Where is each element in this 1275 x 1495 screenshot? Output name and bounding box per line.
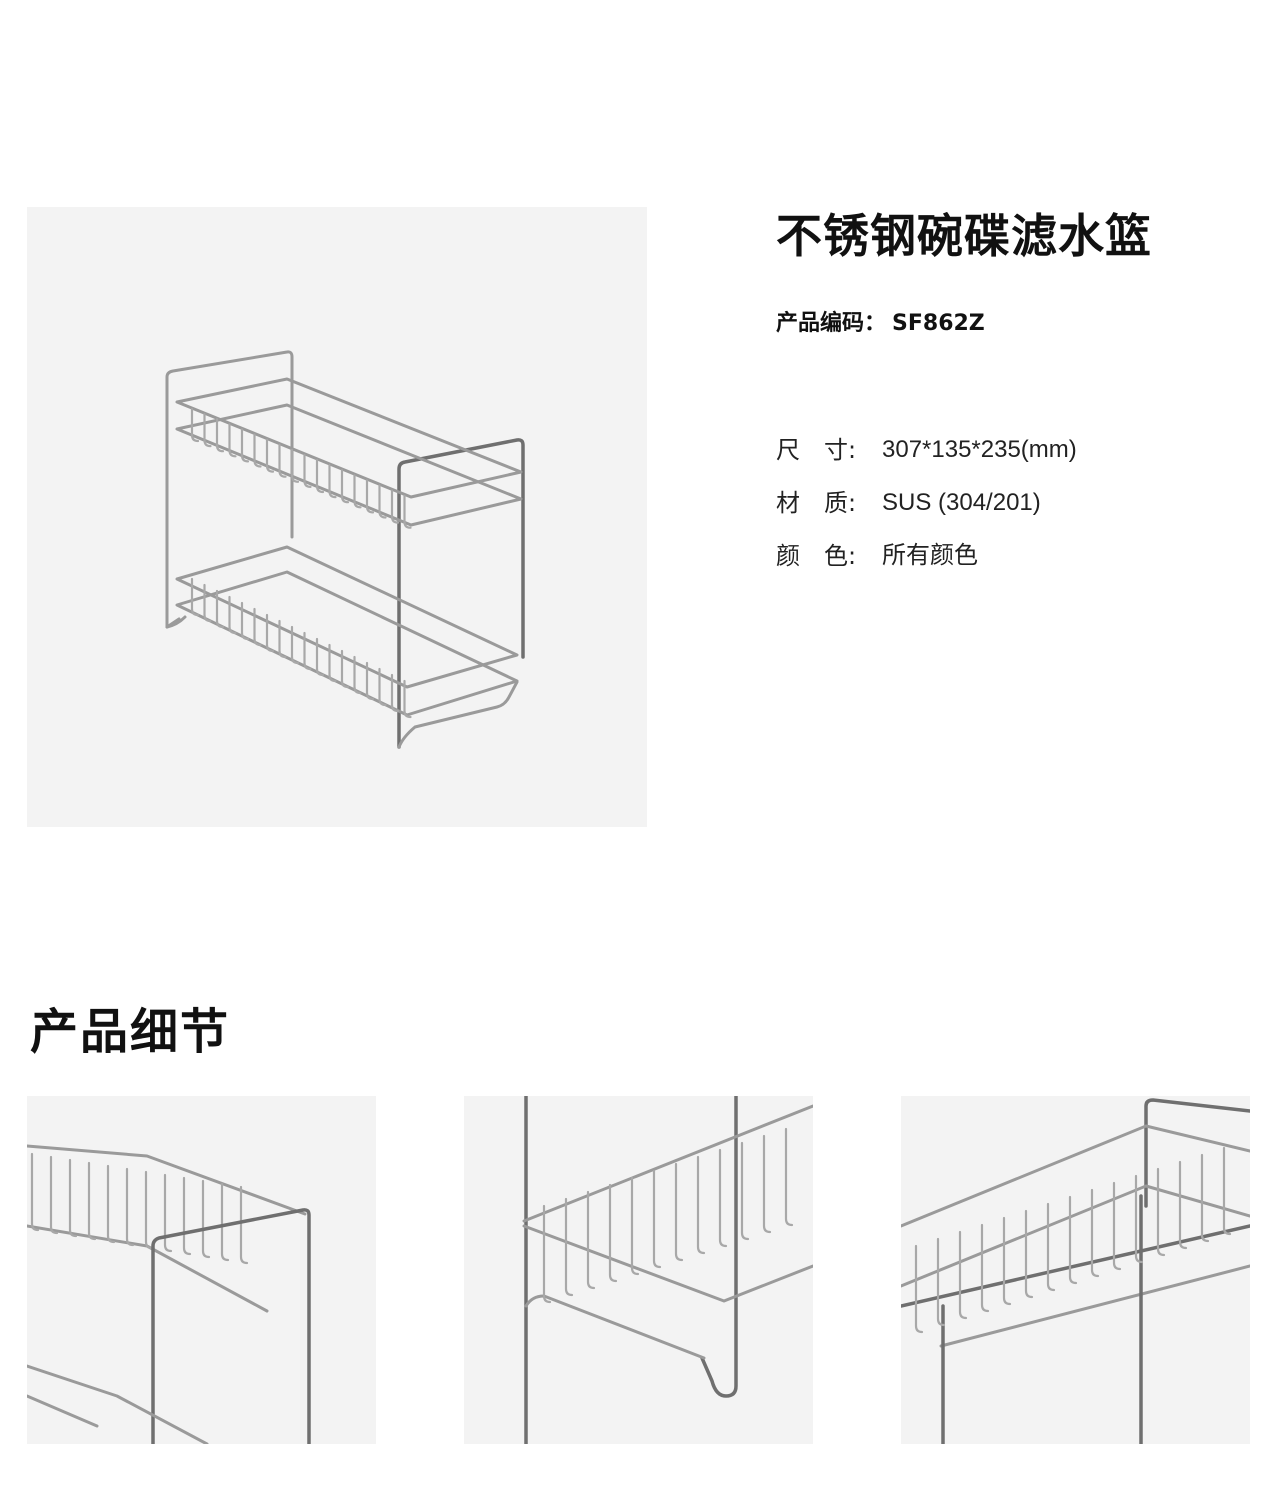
wire-rib [378,484,387,519]
wire-rib [253,433,262,468]
wire-rib [390,489,400,524]
wire-rib [303,453,312,488]
spec-row-size: 尺寸: 307*135*235(mm) [776,435,1256,465]
wire-rib [328,643,337,683]
wire-rib [228,423,237,458]
wire-rib [203,413,212,448]
wire-rib [630,1176,640,1276]
wire-rib [1200,1153,1210,1243]
wire-rib [253,607,262,647]
wire-rib [353,655,362,695]
spec-label: 尺寸: [776,436,857,464]
wire-rib [239,1185,249,1265]
spec-label: 材质: [776,489,857,517]
spec-label: 颜色: [776,542,857,570]
wire-rib [182,1176,192,1256]
wire-rib [652,1169,662,1269]
wire-rib [215,589,225,629]
wire-rib [228,595,237,635]
wire-rib [290,625,300,665]
wire-rib [68,1158,78,1238]
dish-rack-illustration [165,350,525,749]
wire-rib [564,1197,574,1297]
wire-rib [914,1244,924,1334]
wire-rib [353,474,362,509]
product-code-row: 产品编码：SF862Z [776,309,1256,339]
wire-rib [144,1170,154,1250]
wire-rib [1112,1181,1122,1271]
wire-rib [980,1223,990,1313]
wire-rib [190,407,200,443]
wire-rib [315,637,325,677]
wire-rib [303,631,312,671]
spec-list: 尺寸: 307*135*235(mm) 材质: SUS (304/201) 颜色… [776,435,1256,571]
spec-row-material: 材质: SUS (304/201) [776,488,1256,518]
wire-rib [215,418,225,453]
details-section-title: 产品细节 [30,1004,231,1060]
wire-rib [1046,1202,1056,1292]
wire-rib [265,438,275,473]
wire-rib [49,1155,59,1235]
detail-image-top-tray [901,1096,1250,1444]
wire-rib [240,601,250,641]
wire-rib [340,649,350,689]
product-code-value: SF862Z [892,311,985,336]
wire-rib [718,1148,728,1248]
wire-rib [1090,1188,1100,1278]
wire-rib [403,494,412,529]
detail-image-side-frame [27,1096,376,1444]
wire-rib [1002,1216,1012,1306]
rack-detail-illustration [901,1098,1250,1444]
wire-rib [315,458,325,494]
wire-rib [201,1179,211,1259]
wire-rib [163,1173,173,1253]
rack-detail-illustration [522,1096,813,1444]
product-info-panel: 不锈钢碗碟滤水篮 产品编码：SF862Z 尺寸: 307*135*235(mm)… [776,205,1256,594]
wire-rib [220,1182,230,1262]
wire-rib [608,1183,618,1283]
detail-image-foot [464,1096,813,1444]
wire-rib [106,1164,116,1244]
wire-rib [328,464,337,499]
wire-rib [1134,1174,1144,1264]
wire-rib [1222,1146,1232,1236]
wire-rib [784,1127,794,1227]
spec-row-color: 颜色: 所有颜色 [776,541,1256,571]
wire-rib [87,1161,97,1241]
wire-rib [586,1190,596,1290]
wire-rib [403,679,412,719]
wire-rib [390,673,400,713]
wire-rib [125,1167,135,1247]
wire-rib [740,1141,750,1241]
wire-rib [240,428,250,463]
product-main-image [27,207,647,827]
product-title: 不锈钢碗碟滤水篮 [776,209,1152,263]
wire-rib [958,1230,968,1320]
wire-rib [1068,1195,1078,1285]
wire-rib [1156,1167,1166,1257]
spec-value: 307*135*235(mm) [882,436,1077,463]
wire-rib [1178,1160,1188,1250]
spec-value: 所有颜色 [882,542,978,569]
wire-rib [30,1152,40,1232]
wire-rib [762,1134,772,1234]
wire-rib [936,1237,946,1327]
wire-rib [190,577,200,617]
spec-value: SUS (304/201) [882,489,1041,516]
wire-rib [278,619,287,659]
wire-rib [265,613,275,653]
wire-rib [378,667,387,707]
wire-rib [1024,1209,1034,1299]
wire-rib [542,1204,552,1304]
wire-rib [340,469,350,504]
wire-rib [278,443,287,478]
wire-rib [203,583,212,623]
wire-rib [696,1155,706,1255]
wire-rib [290,448,300,483]
rack-detail-illustration [27,1144,311,1444]
wire-rib [365,661,375,701]
wire-rib [365,479,375,514]
wire-rib [674,1162,684,1262]
product-code-label: 产品编码： [776,311,887,336]
